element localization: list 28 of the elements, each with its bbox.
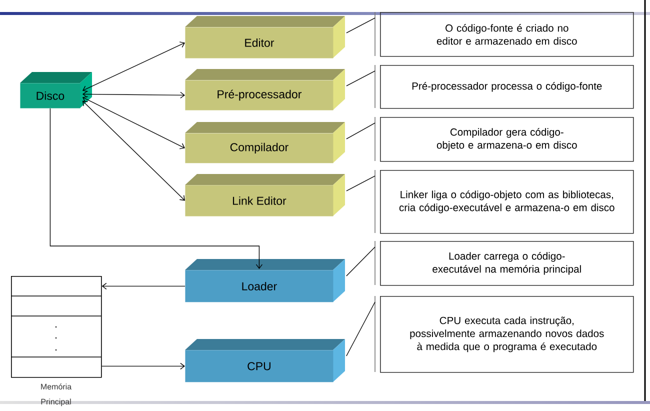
leader-line [346,246,376,276]
callout-box: O código-fonte é criado no editor e armazenado em disco [374,12,634,57]
block: Pré-processador [185,69,345,110]
arrow [82,42,185,92]
memory-caption: Memória Principal [41,384,72,406]
leader-line [346,122,376,140]
block: Compilador [185,122,345,164]
leader-line [346,18,376,34]
callout-box: Loader carrega o código-executável na memória principal [374,240,634,286]
callout-box: Compilador gera código-objeto e armazena-o em disco [374,116,634,162]
block: Loader [185,259,345,302]
arrow [101,362,185,370]
arrow [82,90,185,98]
arrow [82,96,185,150]
block: Link Editor [185,174,345,216]
callout-box: CPU executa cada instrução, possivelmente armazenando novos dados à medida que o programa é executado [374,296,634,373]
arrow [50,108,263,269]
arrow [102,282,186,290]
callout-box: Pré-processador processa o código-fonte [374,64,634,109]
arrow [82,100,185,201]
block: CPU [185,338,345,382]
block: Editor [185,16,345,58]
leader-line [346,302,376,356]
callout-box: Linker liga o código-objeto com as bibliotecas, cria código-executável e armazena-o em disco [374,170,634,234]
memory-drawing [10,276,102,378]
leader-line [346,176,376,192]
block: Disco [20,72,92,108]
leader-line [346,70,376,86]
